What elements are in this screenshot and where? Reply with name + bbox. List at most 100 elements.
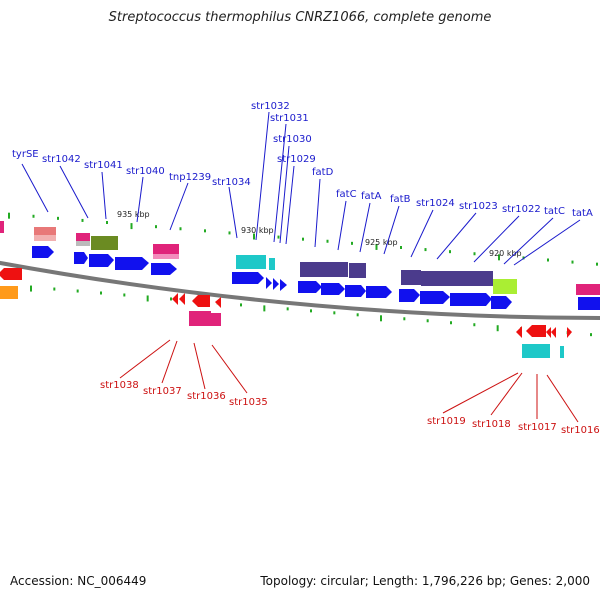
gene-label-str1024[interactable]: str1024 <box>416 198 455 209</box>
gene-arrow[interactable] <box>232 272 264 284</box>
gene-arrow[interactable] <box>526 325 546 337</box>
gene-arrow[interactable] <box>578 297 600 310</box>
gene-label-str1036[interactable]: str1036 <box>187 391 226 402</box>
gene-label-str1041[interactable]: str1041 <box>84 160 123 171</box>
gene-arrow[interactable] <box>366 286 392 298</box>
feature-box <box>560 346 564 358</box>
outer-tick-row <box>8 212 598 266</box>
callout-line <box>337 200 347 251</box>
gene-label-tyrSE[interactable]: tyrSE <box>12 149 39 160</box>
gene-arrow[interactable] <box>298 281 322 293</box>
gene-arrow[interactable] <box>567 327 572 338</box>
gene-arrow[interactable] <box>516 326 522 338</box>
gene-label-fatA[interactable]: fatA <box>361 191 382 202</box>
scale-tick <box>240 303 242 307</box>
gene-label-tnp1239[interactable]: tnp1239 <box>169 172 211 183</box>
feature-box <box>0 286 18 299</box>
gene-label-str1030[interactable]: str1030 <box>273 134 312 145</box>
forward-gene-arrows <box>32 246 600 310</box>
feature-box <box>76 233 90 241</box>
scale-tick <box>590 333 592 337</box>
gene-label-str1040[interactable]: str1040 <box>126 166 165 177</box>
gene-label-tatA[interactable]: tatA <box>572 208 593 219</box>
gene-arrow[interactable] <box>321 283 345 295</box>
gene-arrow[interactable] <box>345 285 366 297</box>
scale-tick <box>403 317 406 321</box>
feature-box <box>76 241 90 246</box>
scale-tick <box>400 246 402 249</box>
gene-label-str1031[interactable]: str1031 <box>270 113 309 124</box>
callout-line <box>314 178 321 248</box>
callout-line <box>503 217 554 265</box>
gene-label-str1042[interactable]: str1042 <box>42 154 81 165</box>
gene-arrow[interactable] <box>450 293 492 306</box>
gene-label-str1016[interactable]: str1016 <box>561 425 600 436</box>
scale-tick <box>286 307 289 311</box>
gene-label-str1023[interactable]: str1023 <box>459 201 498 212</box>
scale-tick <box>450 321 452 325</box>
gene-arrow[interactable] <box>420 291 450 304</box>
gene-arrow[interactable] <box>399 289 420 302</box>
scale-tick <box>333 311 336 315</box>
forward-callout-lines <box>21 111 581 266</box>
feature-box <box>576 284 600 295</box>
gene-label-tatC[interactable]: tatC <box>544 206 565 217</box>
gene-label-str1038[interactable]: str1038 <box>100 380 139 391</box>
scale-tick <box>179 227 182 231</box>
genome-summary-text: Topology: circular; Length: 1,796,226 bp… <box>260 574 590 588</box>
callout-line <box>136 176 144 223</box>
feature-box <box>34 227 56 235</box>
gene-label-fatC[interactable]: fatC <box>336 189 357 200</box>
gene-label-fatD[interactable]: fatD <box>312 167 334 178</box>
scale-tick <box>351 241 353 245</box>
scale-tick <box>326 239 329 243</box>
gene-label-str1022[interactable]: str1022 <box>502 204 541 215</box>
scale-tick <box>277 235 280 239</box>
callout-line <box>59 165 89 219</box>
gene-label-fatB[interactable]: fatB <box>390 194 411 205</box>
gene-arrow[interactable] <box>551 327 556 338</box>
reverse-gene-arrows <box>0 268 572 338</box>
scale-tick <box>375 243 378 250</box>
gene-label-str1029[interactable]: str1029 <box>277 154 316 165</box>
callout-line <box>359 202 371 253</box>
feature-box <box>91 236 118 250</box>
gene-arrow[interactable] <box>280 279 287 291</box>
gene-arrow[interactable] <box>266 277 272 289</box>
gene-arrow[interactable] <box>192 295 210 307</box>
gene-arrow[interactable] <box>491 296 512 309</box>
scale-tick <box>57 216 59 220</box>
callout-line <box>436 212 477 260</box>
gene-arrow[interactable] <box>32 246 54 258</box>
scale-tick <box>424 248 427 252</box>
scale-tick <box>81 218 84 222</box>
gene-label-str1032[interactable]: str1032 <box>251 101 290 112</box>
gene-arrow[interactable] <box>546 327 551 338</box>
scale-tick <box>547 258 549 262</box>
callout-line <box>546 374 579 423</box>
gene-arrow[interactable] <box>74 252 88 264</box>
feature-box <box>493 279 517 294</box>
gene-arrow[interactable] <box>0 268 22 280</box>
reverse-callout-lines <box>119 339 579 423</box>
scale-tick <box>571 260 574 264</box>
gene-label-str1037[interactable]: str1037 <box>143 386 182 397</box>
gene-arrow[interactable] <box>89 254 114 267</box>
gene-arrow[interactable] <box>273 278 279 290</box>
gene-label-str1034[interactable]: str1034 <box>212 177 251 188</box>
gene-label-str1017[interactable]: str1017 <box>518 422 557 433</box>
gene-label-str1018[interactable]: str1018 <box>472 419 511 430</box>
scale-tick <box>253 233 255 240</box>
scale-tick <box>228 231 231 235</box>
gene-label-str1019[interactable]: str1019 <box>427 416 466 427</box>
gene-arrow[interactable] <box>151 263 177 275</box>
gene-arrow[interactable] <box>215 297 221 308</box>
gene-arrow[interactable] <box>179 293 185 305</box>
gene-arrow[interactable] <box>115 257 149 270</box>
gene-arrow[interactable] <box>172 293 178 305</box>
gene-label-str1035[interactable]: str1035 <box>229 397 268 408</box>
scale-tick <box>32 214 35 218</box>
scale-tick <box>473 252 476 256</box>
scale-tick <box>204 229 206 233</box>
